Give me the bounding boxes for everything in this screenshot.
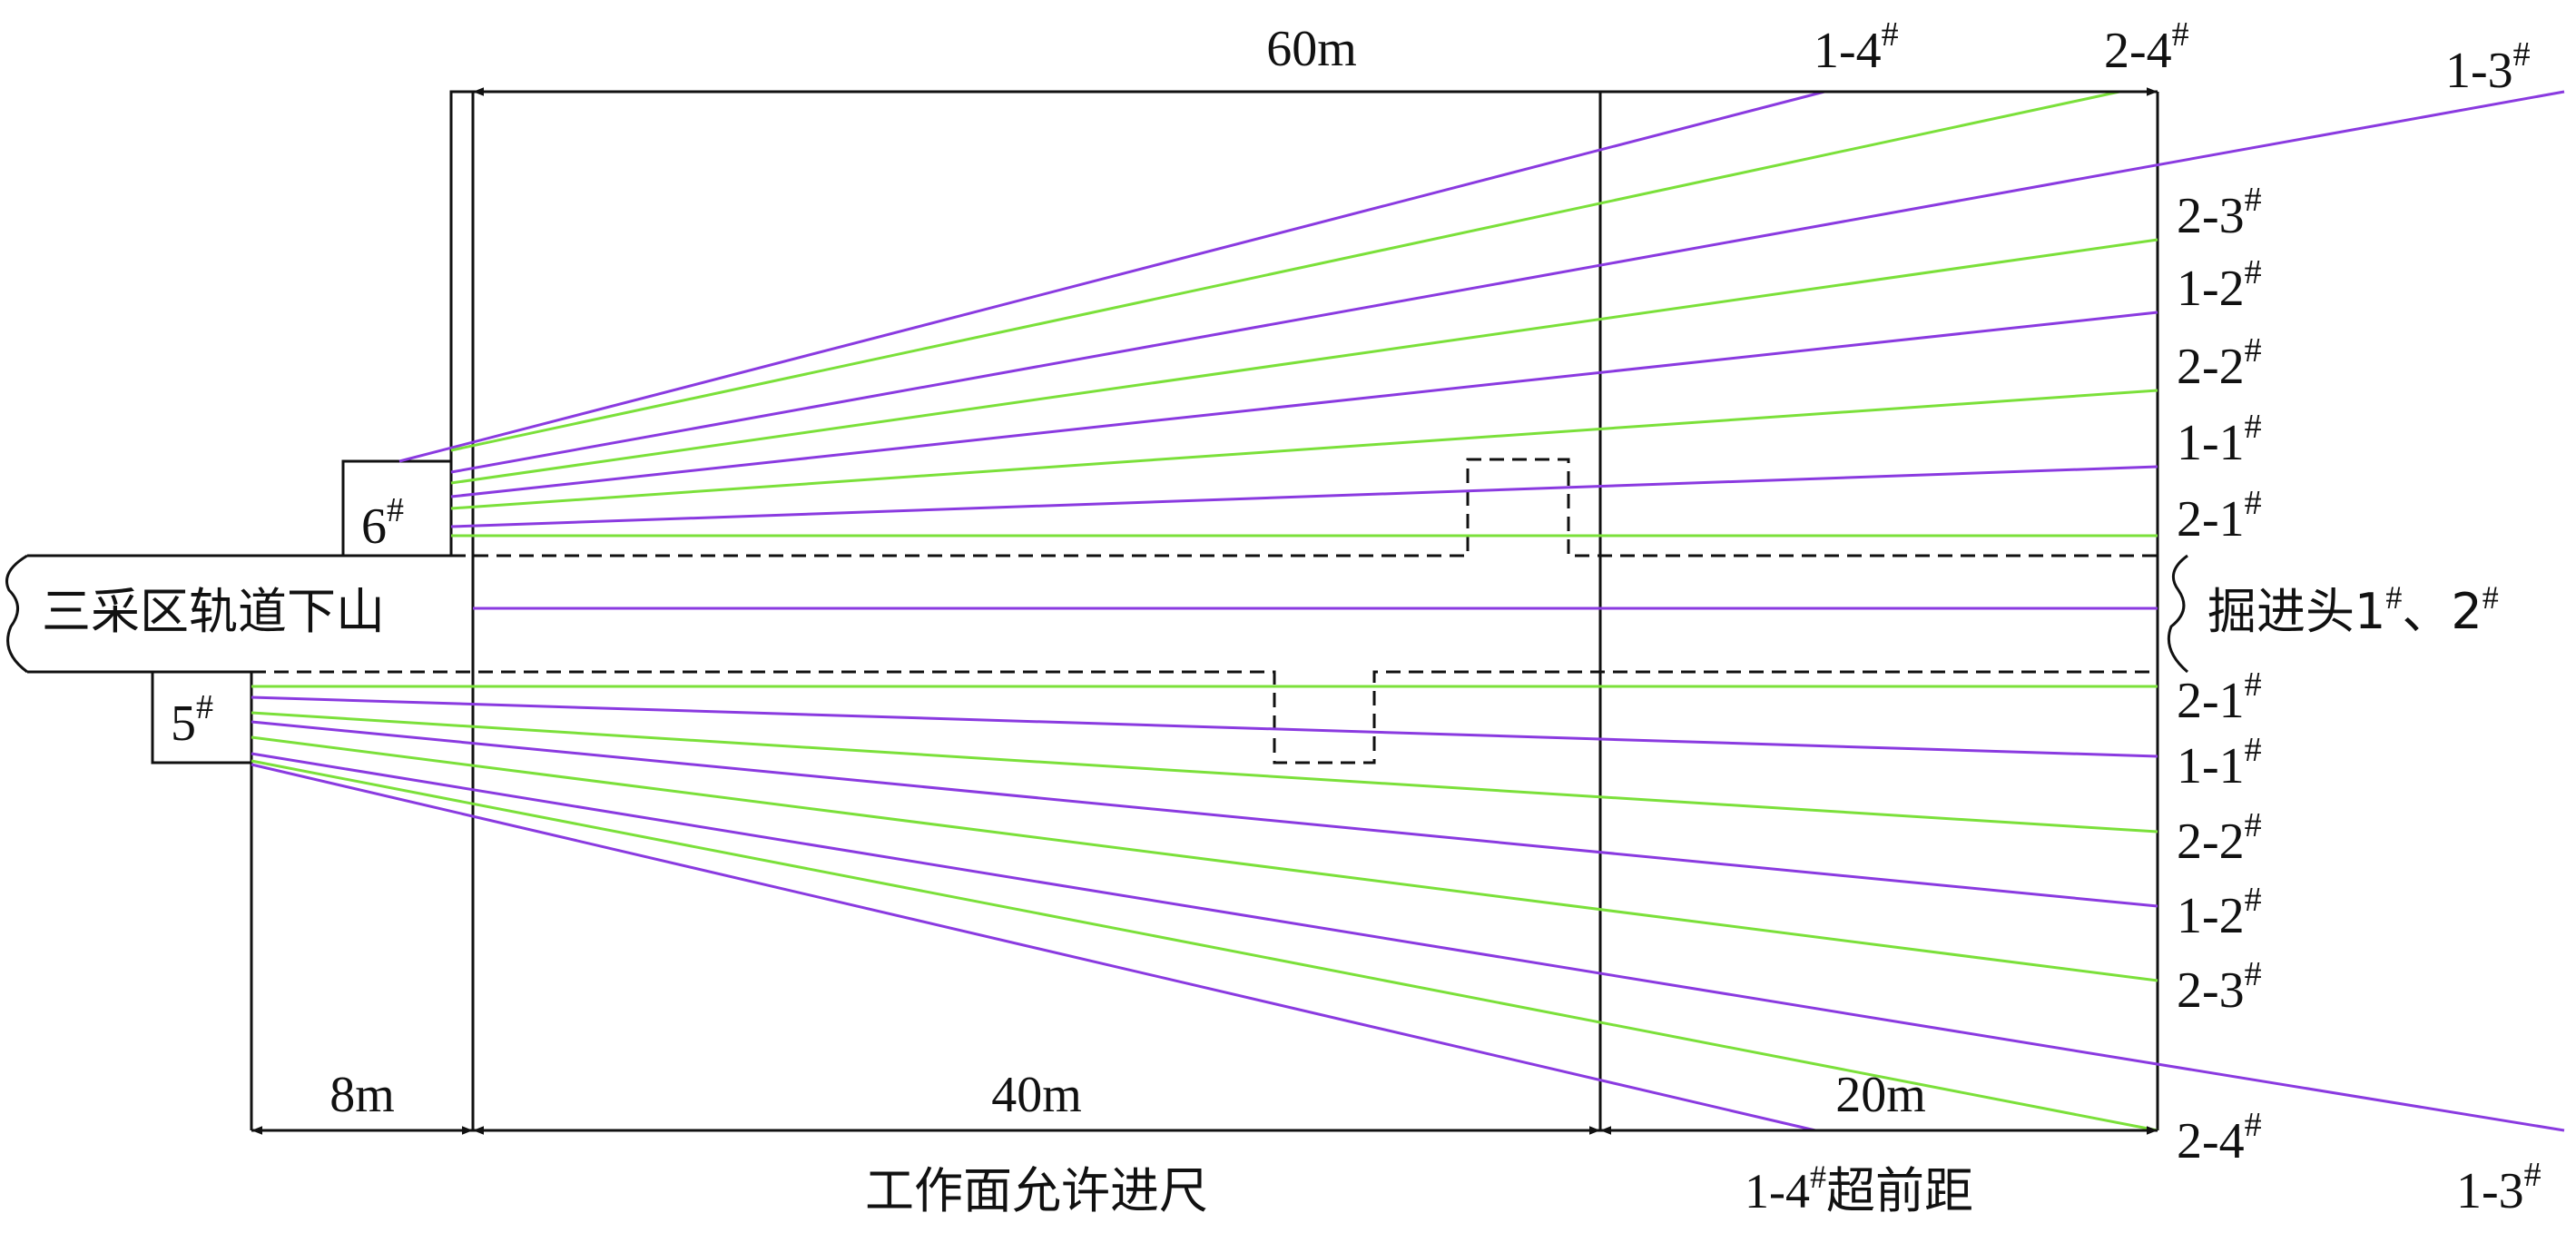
upper-site-outline — [449, 90, 475, 556]
roadway-label-left: 三采区轨道下山 — [42, 583, 385, 640]
upper-hole-label-1-2: 1-2# — [2177, 253, 2262, 317]
lower-hole-label-1-1: 1-1# — [2177, 731, 2262, 794]
roadway-right-prefix: 掘进头1 — [2207, 583, 2385, 640]
dim-label-20m: 20m — [1835, 1067, 1926, 1123]
upper-hole-1-4 — [398, 90, 1825, 463]
upper-hole-2-2 — [450, 389, 2158, 510]
caption-lead-distance: 1-4#超前距 — [1745, 1159, 1973, 1219]
lower-hole-2-4 — [251, 759, 2158, 1132]
lower-hole-label-2-3: 2-3# — [2177, 955, 2262, 1019]
upper-hole-1-2 — [450, 311, 2158, 498]
dim-label-8m: 8m — [329, 1067, 395, 1123]
upper-hole-label-1-1: 1-1# — [2177, 408, 2262, 471]
lower-hole-2-3 — [251, 735, 2158, 982]
upper-hole-2-4 — [450, 90, 2120, 452]
lower-hole-1-1 — [251, 695, 2158, 758]
roadway-right-mid: 、2 — [2402, 583, 2482, 640]
left-roadway-left-break — [5, 554, 28, 674]
lower-hole-group — [251, 685, 2565, 1132]
lower-hole-2-2 — [251, 711, 2158, 834]
upper-hole-label-2-4: 2-4# — [2104, 15, 2189, 79]
lower-hole-label-2-4: 2-4# — [2177, 1106, 2262, 1169]
lower-site-outline — [151, 670, 251, 764]
upper-hole-label-1-3: 1-3# — [2445, 35, 2531, 99]
dim-label-40m: 40m — [991, 1067, 1082, 1123]
site-label-6: 6# — [361, 491, 404, 555]
upper-hole-label-1-4: 1-4# — [1814, 15, 1899, 79]
dimension-lines — [251, 87, 2158, 1135]
site-6-sup: # — [387, 491, 404, 529]
lower-hole-label-2-1: 2-1# — [2177, 666, 2262, 729]
caption-lead-prefix: 1-4 — [1745, 1164, 1810, 1218]
right-roadway-break — [2167, 554, 2188, 674]
site-5-number: 5 — [171, 695, 196, 752]
upper-hole-2-3 — [450, 238, 2158, 485]
upper-hole-group — [398, 90, 2565, 538]
lower-hole-label-1-2: 1-2# — [2177, 881, 2262, 944]
upper-hole-1-3 — [450, 90, 2565, 474]
lower-hole-1-2 — [251, 720, 2158, 908]
lower-dashed-roadway — [251, 670, 2158, 764]
roadway-right-sup2: # — [2483, 579, 2499, 616]
upper-hole-label-2-2: 2-2# — [2177, 331, 2262, 395]
dim-label-60m: 60m — [1266, 21, 1357, 77]
roadway-right-sup1: # — [2385, 579, 2402, 616]
upper-hole-label-2-3: 2-3# — [2177, 181, 2262, 244]
lower-hole-label-1-3: 1-3# — [2456, 1156, 2542, 1219]
lower-hole-1-4 — [251, 763, 1816, 1132]
caption-lead-suffix: 超前距 — [1826, 1162, 1973, 1219]
upper-hole-label-2-1: 2-1# — [2177, 484, 2262, 547]
roadway-label-right: 掘进头1#、2# — [2207, 579, 2499, 640]
caption-allowed-advance: 工作面允许进尺 — [865, 1162, 1208, 1219]
upper-dashed-roadway — [451, 458, 2158, 557]
lower-hole-label-2-2: 2-2# — [2177, 806, 2262, 870]
dashed-roadway-lines — [251, 458, 2158, 764]
site-5-sup: # — [196, 688, 213, 726]
site-label-5: 5# — [171, 688, 213, 752]
upper-hole-1-1 — [450, 465, 2158, 528]
upper-roadway-outline — [341, 459, 451, 557]
site-6-number: 6 — [361, 498, 387, 555]
lower-hole-1-3 — [251, 752, 2565, 1132]
caption-lead-sup: # — [1810, 1159, 1826, 1195]
hole-label-group: 1-4#2-4#1-3#2-3#1-2#2-2#1-1#2-1#2-1#1-1#… — [1814, 15, 2542, 1219]
